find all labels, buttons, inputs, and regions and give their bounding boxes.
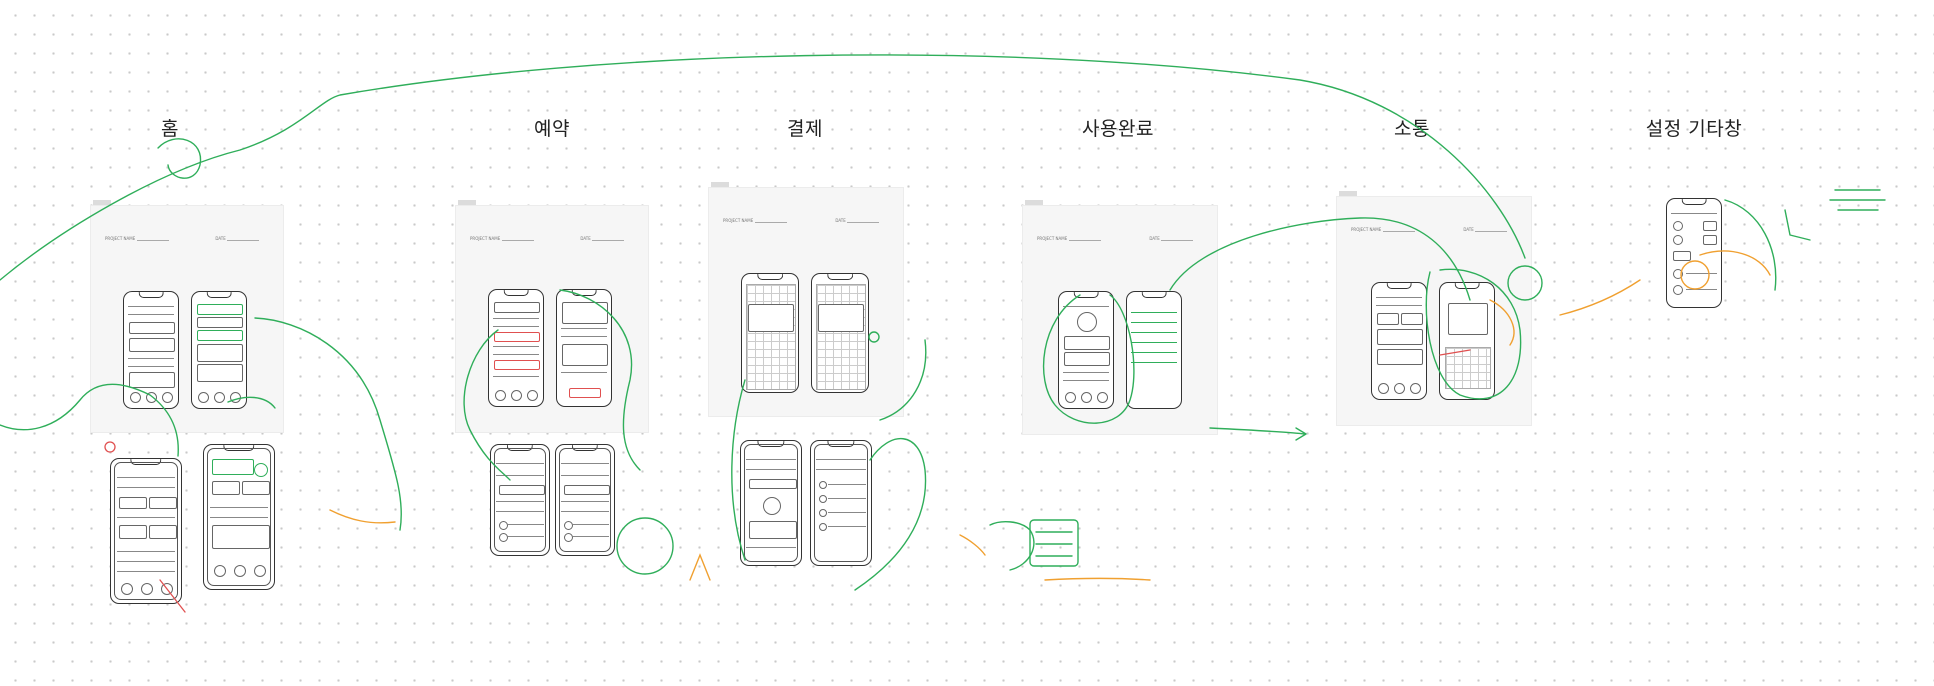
phone-wireframe: [556, 289, 612, 407]
annotation-circle: [1507, 265, 1543, 301]
section-title-reservation: 예약: [534, 118, 570, 140]
phone-wireframe: [555, 444, 615, 556]
phone-wireframe: [811, 273, 869, 393]
flow-arrow: [1295, 427, 1307, 441]
flow-arrow: [1724, 199, 1777, 291]
phone-wireframe: [741, 273, 799, 393]
phone-wireframe: [1371, 282, 1427, 400]
date-label: DATE: [215, 236, 226, 241]
flow-arrow: [1209, 427, 1306, 435]
project-name-label: PROJECT NAME: [723, 218, 754, 223]
flow-arrow: [0, 54, 1526, 281]
phone-wireframe: [110, 458, 182, 604]
flow-arrow: [1169, 217, 1471, 301]
flow-arrow: [1043, 294, 1135, 424]
sheet-meta: PROJECT NAME DATE: [470, 236, 634, 246]
annotation-doodle: [159, 579, 186, 613]
phone-wireframe: [1666, 198, 1722, 308]
section-title-home: 홈: [161, 118, 179, 140]
sheet-meta: PROJECT NAME DATE: [723, 218, 889, 228]
flow-arrow: [254, 317, 402, 531]
phone-wireframe: [123, 291, 179, 409]
section-title-usage-complete: 사용완료: [1082, 118, 1154, 140]
flow-arrow: [1425, 268, 1522, 400]
flow-arrow: [854, 437, 927, 591]
phone-wireframe: [490, 444, 550, 556]
annotation-doodle: [1559, 279, 1641, 316]
phone-wireframe: [740, 440, 802, 566]
sheet-meta: PROJECT NAME DATE: [1037, 236, 1203, 246]
annotation-doodle: [1489, 299, 1515, 346]
project-name-label: PROJECT NAME: [1037, 236, 1068, 241]
sketch-sheet-usage-complete[interactable]: PROJECT NAME DATE: [1022, 200, 1218, 435]
sketch-sheet-home[interactable]: PROJECT NAME DATE: [90, 200, 284, 433]
section-title-payment: 결제: [787, 118, 823, 140]
annotation-circle: [1680, 260, 1710, 290]
section-title-communication: 소통: [1394, 118, 1430, 140]
phone-wireframe: [810, 440, 872, 566]
annotation-doodle: [1029, 519, 1079, 567]
project-name-label: PROJECT NAME: [1351, 227, 1382, 232]
sheet-tab: [458, 200, 476, 205]
annotation-doodle: [959, 534, 986, 556]
flow-arrow: [879, 339, 927, 421]
annotation-doodle: [1035, 531, 1073, 557]
annotation-doodle: [689, 553, 711, 581]
project-name-label: PROJECT NAME: [470, 236, 501, 241]
annotation-doodle: [1829, 189, 1886, 211]
sketch-sheet-payment[interactable]: PROJECT NAME DATE: [708, 182, 904, 417]
sheet-tab: [1339, 191, 1357, 196]
date-label: DATE: [580, 236, 591, 241]
sheet-tab: [711, 182, 729, 187]
date-label: DATE: [1149, 236, 1160, 241]
sheet-meta: PROJECT NAME DATE: [105, 236, 269, 246]
annotation-circle: [616, 517, 674, 575]
flow-arrow: [731, 379, 746, 561]
phone-wireframe: [1058, 291, 1114, 409]
flow-arrow: [227, 396, 276, 409]
phone-wireframe: [1439, 282, 1495, 400]
phone-wireframe: [191, 291, 247, 409]
sketch-sheet-communication[interactable]: PROJECT NAME DATE: [1336, 191, 1532, 426]
phone-wireframe: [203, 444, 275, 590]
phone-wireframe: [488, 289, 544, 407]
annotation-doodle: [1044, 577, 1151, 581]
flow-arrow: [0, 383, 179, 457]
date-label: DATE: [1463, 227, 1474, 232]
annotation-doodle: [989, 521, 1035, 571]
flow-arrow: [559, 289, 641, 471]
flow-arrow: [157, 138, 202, 179]
annotation-doodle: [1439, 349, 1471, 356]
phone-wireframe: [1126, 291, 1182, 409]
sheet-tab: [1025, 200, 1043, 205]
sketch-sheet-reservation[interactable]: PROJECT NAME DATE: [455, 200, 649, 433]
sheet-meta: PROJECT NAME DATE: [1351, 227, 1517, 237]
section-title-settings: 설정 기타창: [1645, 118, 1743, 140]
annotation-doodle: [329, 509, 396, 524]
annotation-circle: [104, 441, 116, 453]
sheet-tab: [93, 200, 111, 205]
flow-arrow: [463, 329, 511, 481]
annotation-circle: [868, 331, 880, 343]
project-name-label: PROJECT NAME: [105, 236, 136, 241]
annotation-doodle: [1699, 250, 1771, 276]
date-label: DATE: [835, 218, 846, 223]
annotation-doodle: [1784, 209, 1811, 241]
